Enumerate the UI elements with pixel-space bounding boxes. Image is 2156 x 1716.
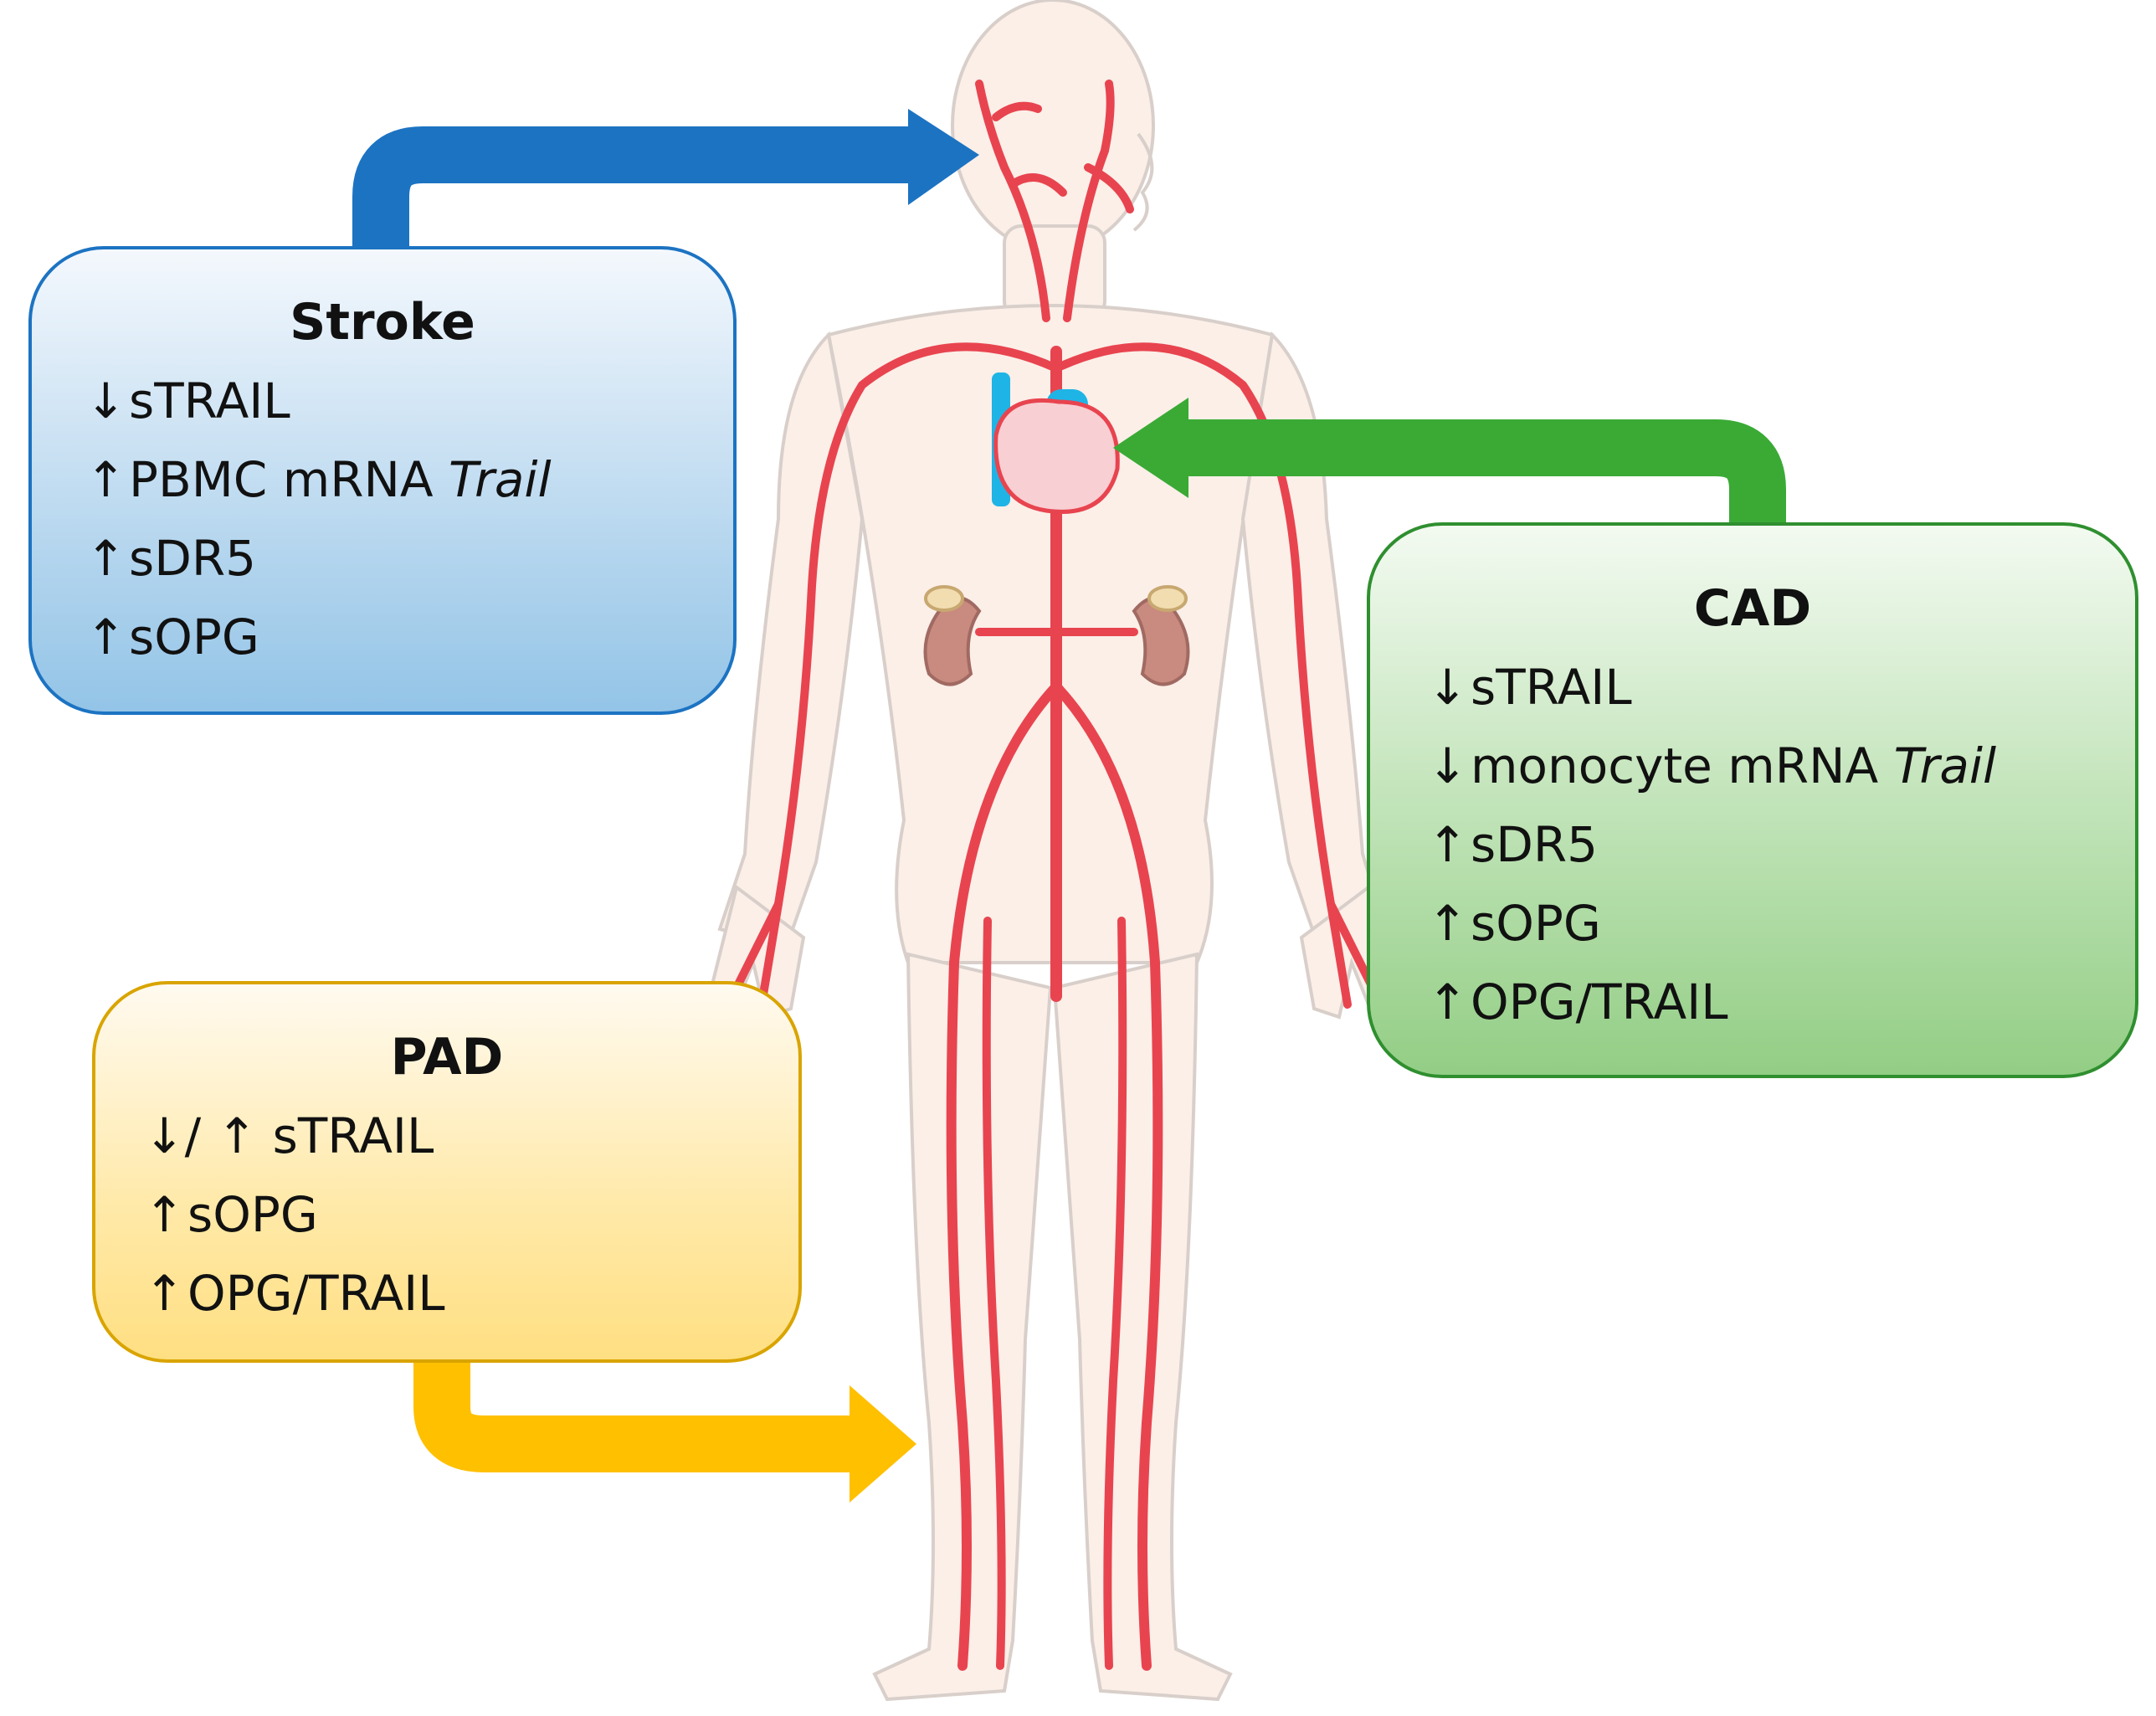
right-leg (1052, 952, 1233, 1702)
stroke-item: ↓sTRAIL (85, 362, 733, 440)
pad-panel: PAD ↓/ ↑ sTRAIL ↑sOPG ↑OPG/TRAIL (92, 981, 802, 1363)
pad-arrow-icon (413, 1361, 916, 1503)
pad-item: ↓/ ↑ sTRAIL (144, 1097, 798, 1175)
trend-arrow: ↑ (85, 530, 126, 587)
stroke-item: ↑sOPG (85, 598, 733, 676)
head (951, 0, 1155, 253)
cad-item: ↑sOPG (1427, 884, 2135, 963)
trend-arrow: ↓ (85, 372, 126, 429)
left-leg (872, 952, 1053, 1702)
stroke-item: ↑PBMC mRNA Trail (85, 440, 733, 519)
trend-arrow: ↑ (1427, 816, 1468, 873)
cad-item: ↓monocyte mRNA Trail (1427, 727, 2135, 805)
stroke-panel: Stroke ↓sTRAIL ↑PBMC mRNA Trail ↑sDR5 ↑s… (28, 246, 737, 715)
trend-arrow: ↑ (1427, 974, 1468, 1030)
trend-arrow: ↓ (1427, 659, 1468, 716)
trend-arrow: ↓ (1427, 737, 1468, 794)
face-profile (1132, 132, 1154, 232)
trend-arrow: ↑ (144, 1265, 185, 1322)
cad-arrow-icon (1113, 398, 1786, 524)
trend-arrow: ↑ (144, 1186, 185, 1243)
trend-arrow: ↑ (85, 451, 126, 508)
cad-panel: CAD ↓sTRAIL ↓monocyte mRNA Trail ↑sDR5 ↑… (1367, 522, 2138, 1078)
pad-title: PAD (390, 1028, 504, 1087)
pad-item: ↑OPG/TRAIL (144, 1254, 798, 1333)
cad-title: CAD (1693, 579, 1812, 638)
heart-icon (992, 372, 1120, 514)
trend-arrow: ↑ (85, 609, 126, 665)
arteries (732, 80, 1377, 1671)
cad-item: ↑sDR5 (1427, 805, 2135, 884)
pad-item: ↑sOPG (144, 1175, 798, 1254)
trend-arrow: ↑ (1427, 895, 1468, 952)
kidney-icon (923, 585, 1190, 686)
cad-item: ↑OPG/TRAIL (1427, 963, 2135, 1041)
stroke-title: Stroke (290, 293, 475, 352)
cad-item: ↓sTRAIL (1427, 648, 2135, 727)
trend-arrow: ↓/ ↑ (144, 1107, 258, 1164)
stroke-arrow-icon (352, 109, 979, 248)
stroke-item: ↑sDR5 (85, 519, 733, 598)
